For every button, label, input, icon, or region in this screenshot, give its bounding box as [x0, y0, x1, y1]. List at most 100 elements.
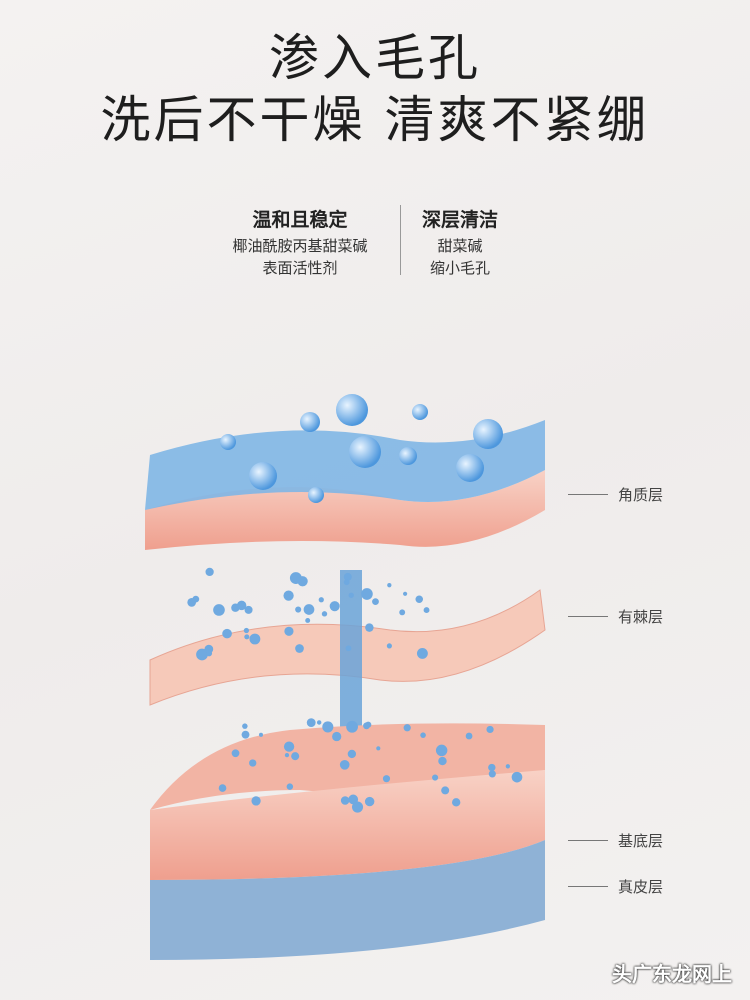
bubble [251, 796, 261, 806]
layer-label-text: 有棘层 [618, 608, 664, 626]
feature-deep-clean: 深层清洁 甜菜碱 缩小毛孔 [405, 205, 515, 279]
bubble [349, 436, 381, 468]
layer-label: 角质层 [568, 484, 663, 505]
bubble [284, 626, 294, 636]
basal-layer-front [150, 770, 545, 880]
layer-label: 真皮层 [568, 876, 663, 897]
bubble [403, 724, 411, 732]
bubbles [187, 394, 523, 813]
bubble [488, 763, 496, 772]
bubble [346, 720, 358, 733]
bubble [365, 623, 374, 632]
bubble [423, 607, 430, 614]
bubble [242, 723, 248, 729]
bubble [363, 722, 370, 730]
dermis-layer [150, 840, 545, 960]
bubble [343, 572, 352, 581]
bubble [473, 419, 503, 449]
bubble [303, 604, 315, 615]
bubble [376, 746, 381, 751]
bubble [416, 647, 428, 659]
bubble [351, 801, 364, 813]
bubble [318, 597, 324, 603]
bubble [322, 721, 334, 733]
leader-line [568, 494, 608, 495]
bubble [505, 764, 510, 769]
bubble [435, 744, 448, 757]
bubble [295, 644, 304, 653]
penetration-arrow-shaft [340, 570, 362, 730]
bubble [465, 732, 473, 740]
bubble [283, 590, 294, 601]
bubble [196, 648, 208, 661]
bubble [486, 725, 494, 734]
bubble [308, 487, 324, 503]
bubble [432, 774, 439, 781]
bubble [218, 784, 227, 792]
feature-line: 甜菜碱 [437, 237, 483, 255]
layer-label-text: 角质层 [618, 486, 664, 504]
bubble [438, 756, 447, 766]
bubble [399, 609, 406, 616]
bubble [244, 605, 253, 614]
layer-label-text: 基底层 [618, 832, 664, 850]
bubble [305, 618, 311, 623]
bubble [347, 749, 357, 759]
feature-title: 深层清洁 [421, 209, 498, 231]
feature-line: 椰油酰胺丙基甜菜碱 [232, 237, 368, 255]
bubble [336, 394, 368, 426]
bubble [187, 598, 197, 607]
bubble [206, 650, 213, 657]
bubble [283, 741, 295, 752]
headline-line2: 洗后不干燥 清爽不紧绷 [100, 91, 650, 149]
bubble [343, 579, 350, 586]
bubble [291, 752, 300, 761]
bubble [241, 730, 250, 739]
leader-line [568, 886, 608, 887]
bubble [372, 598, 379, 606]
bubble [412, 404, 428, 420]
bubble [258, 732, 263, 737]
skin-layers-illustration [145, 394, 546, 960]
bubble [339, 759, 350, 770]
bubble [316, 720, 322, 725]
bubble [236, 600, 247, 611]
bubble [415, 595, 423, 603]
layer-label: 基底层 [568, 830, 663, 851]
divider [400, 205, 401, 275]
bubble [364, 796, 375, 807]
bubble [321, 611, 328, 617]
bubble [348, 592, 354, 598]
bubble [295, 606, 302, 613]
leader-line [568, 616, 608, 617]
bubble [361, 588, 373, 600]
bubble [488, 770, 496, 778]
bubble [332, 731, 342, 742]
bubble [387, 583, 392, 588]
bubble [213, 604, 225, 616]
bubble [329, 601, 340, 612]
stratum-corneum-water [145, 420, 545, 510]
bubble [249, 759, 257, 767]
bubble [399, 447, 417, 465]
feature-line: 缩小毛孔 [429, 259, 490, 277]
bubble [231, 749, 240, 758]
layer-label: 有棘层 [568, 606, 663, 627]
bubble [286, 783, 294, 790]
bubble [420, 732, 426, 738]
bubble [244, 634, 250, 640]
bubble [243, 627, 250, 634]
bubble [249, 462, 277, 490]
feature-gentle: 温和且稳定 椰油酰胺丙基甜菜碱 表面活性剂 [205, 205, 395, 279]
bubble [306, 718, 316, 728]
bubble [452, 798, 461, 807]
bubble [249, 633, 261, 645]
bubble [205, 567, 214, 577]
bubble [403, 591, 408, 596]
bubble [514, 776, 520, 782]
bubble [348, 794, 359, 805]
bubble [220, 434, 236, 450]
feature-line: 表面活性剂 [262, 259, 338, 277]
bubble [456, 454, 484, 482]
layer-label-text: 真皮层 [618, 878, 664, 896]
